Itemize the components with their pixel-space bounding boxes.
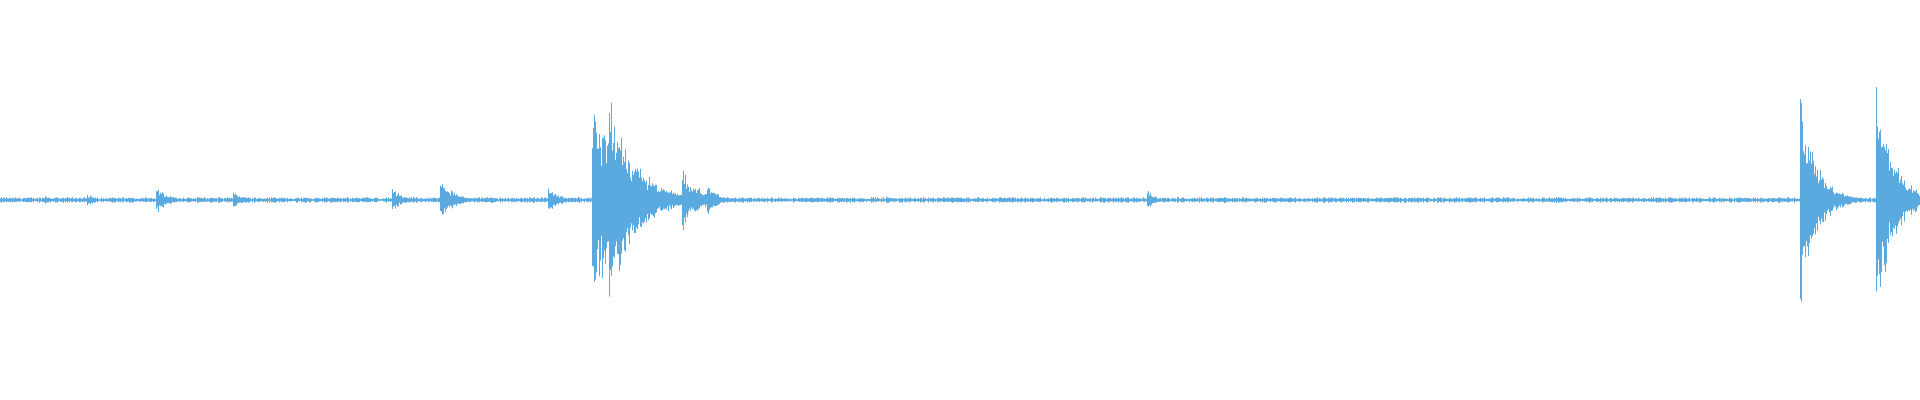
waveform-bars: [0, 87, 1920, 302]
